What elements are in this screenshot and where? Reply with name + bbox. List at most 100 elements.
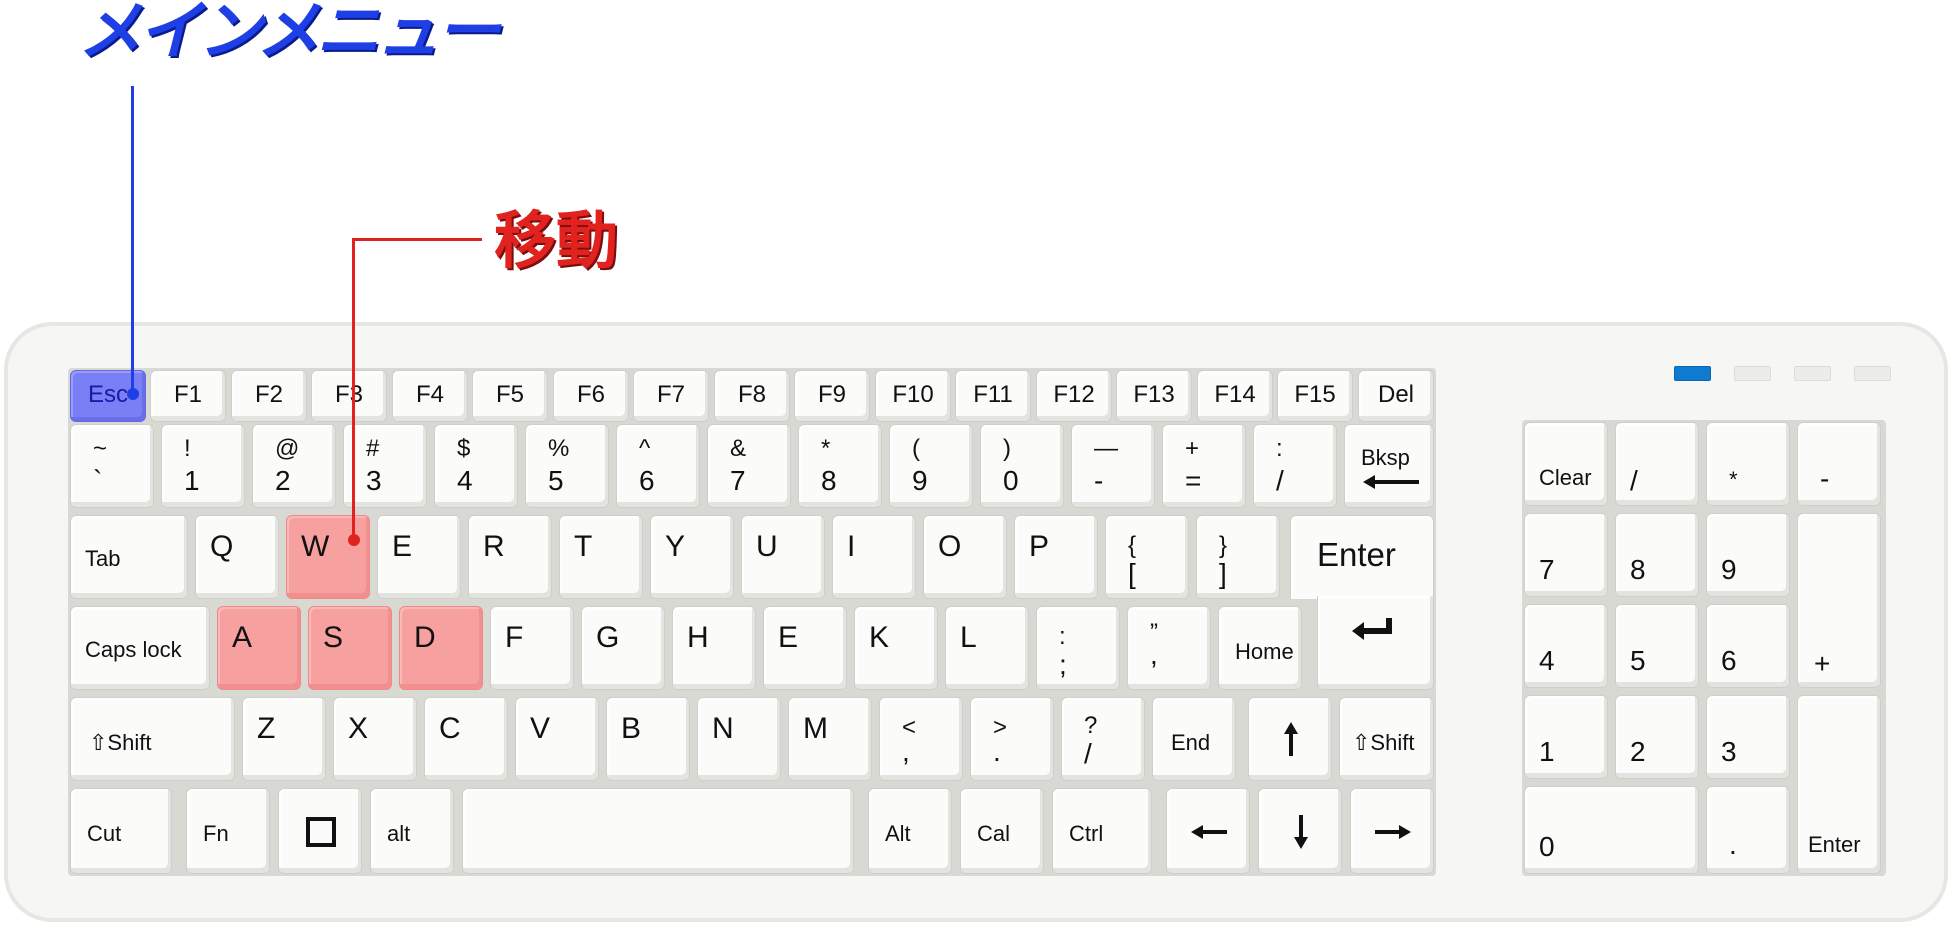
key-k[interactable]: K: [854, 606, 938, 690]
numpad-clear[interactable]: Clear: [1524, 422, 1608, 506]
key-f8[interactable]: F8: [714, 370, 790, 422]
key-s[interactable]: S: [308, 606, 392, 690]
key-q[interactable]: Q: [195, 515, 279, 599]
key-9[interactable]: (9: [889, 424, 973, 508]
key-semicolon[interactable]: :;: [1036, 606, 1120, 690]
key-j[interactable]: E: [763, 606, 847, 690]
key-fn[interactable]: Fn: [186, 788, 270, 874]
key-cal[interactable]: Cal: [960, 788, 1044, 874]
key-4[interactable]: $4: [434, 424, 518, 508]
key-window[interactable]: [278, 788, 362, 874]
key-7[interactable]: &7: [707, 424, 791, 508]
key-quote[interactable]: ”,: [1127, 606, 1211, 690]
key-b[interactable]: B: [606, 697, 690, 781]
key-y[interactable]: Y: [650, 515, 734, 599]
key-r[interactable]: R: [468, 515, 552, 599]
key-space[interactable]: [462, 788, 854, 874]
key-arrow-left[interactable]: [1166, 788, 1250, 874]
key-d[interactable]: D: [399, 606, 483, 690]
key-8[interactable]: *8: [798, 424, 882, 508]
key-cut[interactable]: Cut: [70, 788, 172, 874]
key-f1[interactable]: F1: [150, 370, 226, 422]
numpad-1[interactable]: 1: [1524, 695, 1608, 779]
key-i[interactable]: I: [832, 515, 916, 599]
key-f3[interactable]: F3: [311, 370, 387, 422]
numpad-3[interactable]: 3: [1706, 695, 1790, 779]
key-l[interactable]: L: [945, 606, 1029, 690]
key-5[interactable]: %5: [525, 424, 609, 508]
key-comma[interactable]: <,: [879, 697, 963, 781]
key-arrow-up[interactable]: [1248, 697, 1332, 781]
key-f4[interactable]: F4: [392, 370, 468, 422]
key-question[interactable]: ?/: [1061, 697, 1145, 781]
numpad-multiply[interactable]: *: [1706, 422, 1790, 506]
key-o[interactable]: O: [923, 515, 1007, 599]
key-f7[interactable]: F7: [633, 370, 709, 422]
key-shift-left[interactable]: ⇧Shift: [70, 697, 235, 781]
key-right-bracket[interactable]: }]: [1196, 515, 1280, 599]
key-f[interactable]: F: [490, 606, 574, 690]
numpad-0[interactable]: 0: [1524, 786, 1699, 874]
key-f9[interactable]: F9: [794, 370, 870, 422]
numpad-minus[interactable]: -: [1797, 422, 1881, 506]
key-f2[interactable]: F2: [231, 370, 307, 422]
key-z[interactable]: Z: [242, 697, 326, 781]
key-a[interactable]: A: [217, 606, 301, 690]
key-e[interactable]: E: [377, 515, 461, 599]
key-n[interactable]: N: [697, 697, 781, 781]
key-alt-left[interactable]: alt: [370, 788, 454, 874]
key-enter[interactable]: Enter: [1290, 515, 1434, 599]
key-f14[interactable]: F14: [1197, 370, 1273, 422]
numpad-plus[interactable]: +: [1797, 513, 1881, 688]
key-2[interactable]: @2: [252, 424, 336, 508]
key-0[interactable]: )0: [980, 424, 1064, 508]
key-caps-lock[interactable]: Caps lock: [70, 606, 210, 690]
numpad-enter[interactable]: Enter: [1797, 695, 1881, 874]
key-u[interactable]: U: [741, 515, 825, 599]
numpad-4[interactable]: 4: [1524, 604, 1608, 688]
numpad-divide[interactable]: /: [1615, 422, 1699, 506]
key-tilde[interactable]: ~`: [70, 424, 154, 508]
key-f15[interactable]: F15: [1277, 370, 1353, 422]
key-f5[interactable]: F5: [472, 370, 548, 422]
key-p[interactable]: P: [1014, 515, 1098, 599]
key-enter-lower[interactable]: [1317, 596, 1434, 690]
numpad-5[interactable]: 5: [1615, 604, 1699, 688]
key-c[interactable]: C: [424, 697, 508, 781]
key-minus[interactable]: —-: [1071, 424, 1155, 508]
key-t[interactable]: T: [559, 515, 643, 599]
key-w[interactable]: W: [286, 515, 370, 599]
numpad-6[interactable]: 6: [1706, 604, 1790, 688]
key-shift-right[interactable]: ⇧Shift: [1339, 697, 1434, 781]
key-tab[interactable]: Tab: [70, 515, 188, 599]
key-v[interactable]: V: [515, 697, 599, 781]
key-x[interactable]: X: [333, 697, 417, 781]
numpad-8[interactable]: 8: [1615, 513, 1699, 597]
key-del[interactable]: Del: [1358, 370, 1434, 422]
numpad-decimal[interactable]: .: [1706, 786, 1790, 874]
numpad-7[interactable]: 7: [1524, 513, 1608, 597]
key-backspace[interactable]: Bksp: [1344, 424, 1434, 508]
numpad-9[interactable]: 9: [1706, 513, 1790, 597]
key-slash-colon[interactable]: :/: [1253, 424, 1337, 508]
key-1[interactable]: !1: [161, 424, 245, 508]
key-home[interactable]: Home: [1218, 606, 1302, 690]
key-f6[interactable]: F6: [553, 370, 629, 422]
key-period[interactable]: >.: [970, 697, 1054, 781]
numpad-2[interactable]: 2: [1615, 695, 1699, 779]
key-m[interactable]: M: [788, 697, 872, 781]
key-end[interactable]: End: [1152, 697, 1236, 781]
key-f11[interactable]: F11: [955, 370, 1031, 422]
key-h[interactable]: H: [672, 606, 756, 690]
key-f10[interactable]: F10: [875, 370, 951, 422]
key-g[interactable]: G: [581, 606, 665, 690]
key-alt-right[interactable]: Alt: [868, 788, 952, 874]
key-ctrl[interactable]: Ctrl: [1052, 788, 1152, 874]
key-left-bracket[interactable]: {[: [1105, 515, 1189, 599]
key-3[interactable]: #3: [343, 424, 427, 508]
key-f12[interactable]: F12: [1036, 370, 1112, 422]
key-arrow-right[interactable]: [1350, 788, 1434, 874]
key-arrow-down[interactable]: [1258, 788, 1342, 874]
key-f13[interactable]: F13: [1116, 370, 1192, 422]
key-6[interactable]: ^6: [616, 424, 700, 508]
